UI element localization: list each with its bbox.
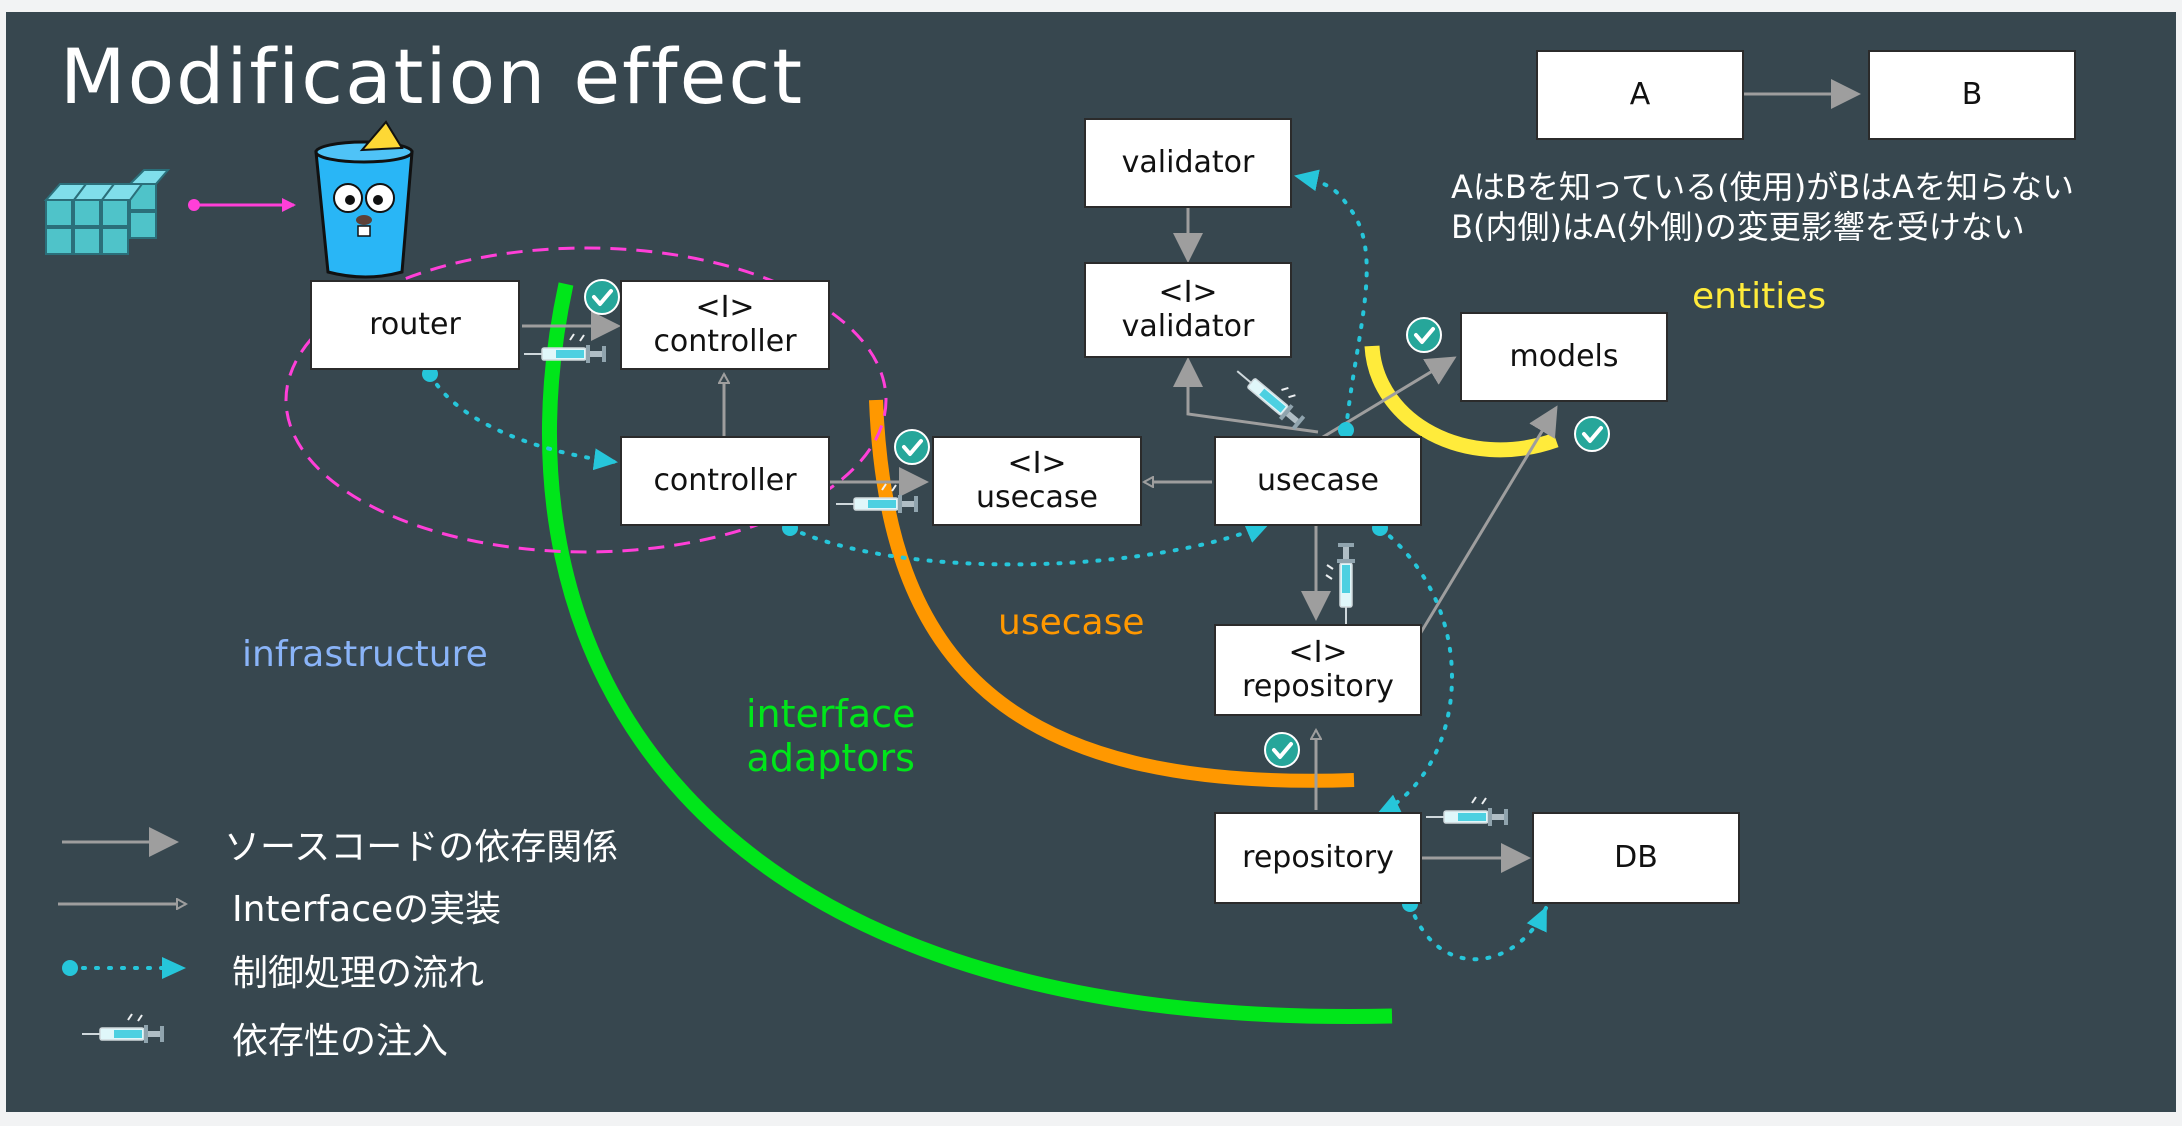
interface-adaptors-layer-label: interface adaptors: [746, 692, 915, 780]
interface-repository-box: <I> repository: [1214, 624, 1422, 716]
interface-marker: <I>: [1288, 635, 1348, 670]
syringe-icon: [1425, 796, 1509, 827]
usecase-label: usecase: [1256, 463, 1380, 498]
interface-adaptors-line2: adaptors: [746, 736, 915, 780]
diagram-canvas: [43, 79, 1861, 1044]
check-icon: [583, 278, 621, 316]
interface-validator-box: <I> validator: [1084, 262, 1292, 358]
validator-box: validator: [1084, 118, 1292, 208]
legend-injection-label: 依存性の注入: [232, 1021, 449, 1062]
legend-implementation-label: Interfaceの実装: [232, 889, 502, 930]
validator-label: validator: [1121, 145, 1255, 180]
entities-layer-label: entities: [1692, 276, 1827, 317]
control-flow-paths: [428, 169, 1548, 962]
interface-controller-box: <I> controller: [620, 280, 830, 370]
db-box: DB: [1532, 812, 1740, 904]
modification-scope-ellipse: [284, 246, 888, 554]
interface-controller-label: controller: [653, 324, 797, 359]
interface-usecase-box: <I> usecase: [932, 436, 1142, 526]
legend-control-flow-label: 制御処理の流れ: [232, 953, 485, 994]
b-label: B: [1961, 77, 1983, 112]
legend-b-box: B: [1868, 50, 2076, 140]
router-box: router: [310, 280, 520, 370]
check-icon: [1573, 415, 1611, 453]
router-label: router: [369, 307, 461, 342]
interface-usecase-label: usecase: [975, 480, 1099, 515]
legend-syringe-icon: [81, 1013, 165, 1044]
change-source-arrow: [188, 198, 296, 212]
dependency-note-line2: B(内側)はA(外側)の変更影響を受けない: [1451, 208, 2025, 246]
controller-label: controller: [653, 463, 797, 498]
interface-adaptors-line1: interface: [746, 692, 916, 736]
db-label: DB: [1614, 840, 1658, 875]
interface-validator-label: validator: [1121, 309, 1255, 344]
slide: Modification effect: [6, 12, 2176, 1112]
gopher-glass-icon: [314, 120, 414, 279]
dependency-note-line1: AはBを知っている(使用)がBはAを知らない: [1451, 168, 2075, 206]
entities-arc: [1364, 345, 1559, 458]
syringe-icon: [523, 333, 607, 364]
legend-dependency-label: ソースコードの依存関係: [224, 827, 619, 868]
models-box: models: [1460, 312, 1668, 402]
cubes-icon: [43, 169, 171, 255]
usecase-box: usecase: [1214, 436, 1422, 526]
infrastructure-layer-label: infrastructure: [242, 634, 488, 675]
syringe-icon: [835, 483, 919, 514]
a-label: A: [1629, 77, 1651, 112]
interface-marker: <I>: [1158, 275, 1218, 310]
check-icon: [893, 428, 931, 466]
syringe-icon: [1230, 354, 1314, 432]
interface-marker: <I>: [695, 290, 755, 325]
interface-repository-label: repository: [1242, 669, 1394, 704]
controller-box: controller: [620, 436, 830, 526]
check-icon: [1263, 731, 1301, 769]
implementation-arrows: [724, 374, 1316, 810]
check-icon: [1405, 316, 1443, 354]
page-title: Modification effect: [60, 32, 805, 121]
legend-control-flow-arrow: [62, 957, 186, 979]
repository-label: repository: [1242, 840, 1394, 875]
usecase-layer-label: usecase: [998, 602, 1145, 643]
models-label: models: [1509, 339, 1619, 374]
repository-box: repository: [1214, 812, 1422, 904]
interface-marker: <I>: [1007, 446, 1067, 481]
syringe-icon: [1325, 542, 1356, 626]
legend-a-box: A: [1536, 50, 1744, 140]
